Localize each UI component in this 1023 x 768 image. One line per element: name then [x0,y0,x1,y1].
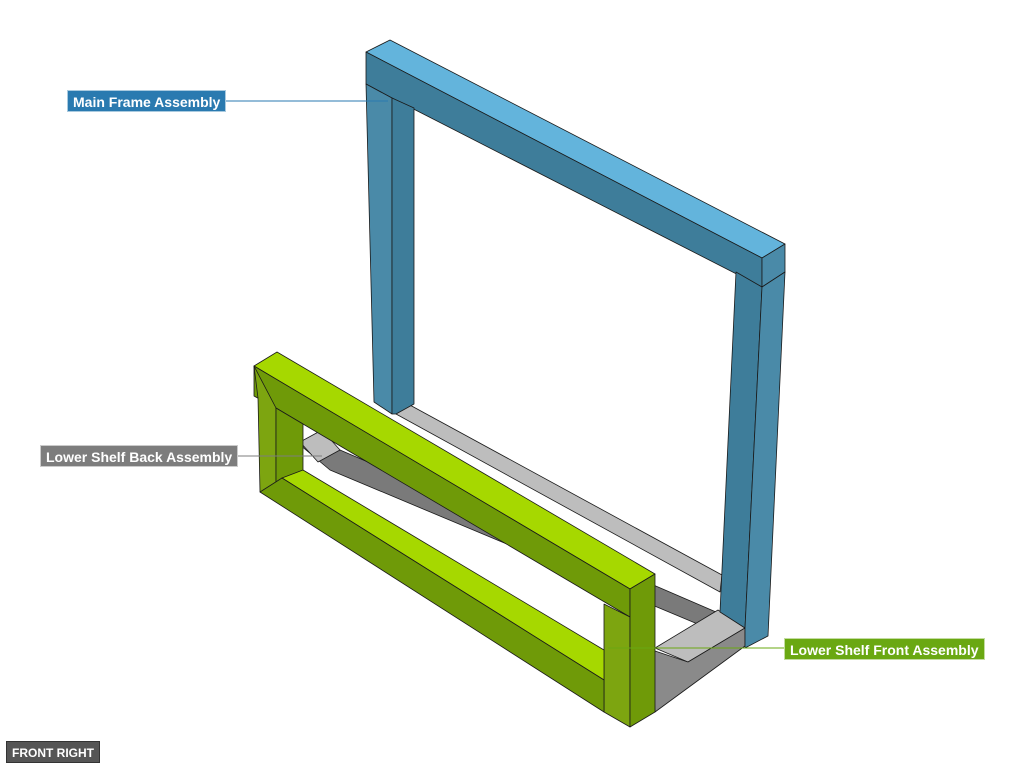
front-right-post-front-face [603,603,631,728]
frame-left-post-side-face [391,97,415,415]
lower-shelf-front-assembly-callout[interactable]: Lower Shelf Front Assembly [784,638,985,660]
frame-right-post-side-face [744,271,786,649]
view-orientation-badge: FRONT RIGHT [6,741,100,763]
callout-leaders [224,100,784,649]
front-bottom-rail-front-face [259,477,605,713]
lower-shelf-front-assembly[interactable] [253,351,656,728]
lower-shelf-back-assembly-callout[interactable]: Lower Shelf Back Assembly [40,445,239,467]
main-frame-assembly-callout[interactable]: Main Frame Assembly [67,90,227,112]
front-right-post-side-face [629,573,656,728]
frame-left-post-front-face [365,83,393,415]
frame-beam-top-face [365,39,786,259]
main-frame-assembly[interactable] [365,39,786,649]
front-top-rail-top-face [253,351,656,590]
frame-beam-front-face [365,51,763,288]
back-left-end-top-face [299,429,341,463]
